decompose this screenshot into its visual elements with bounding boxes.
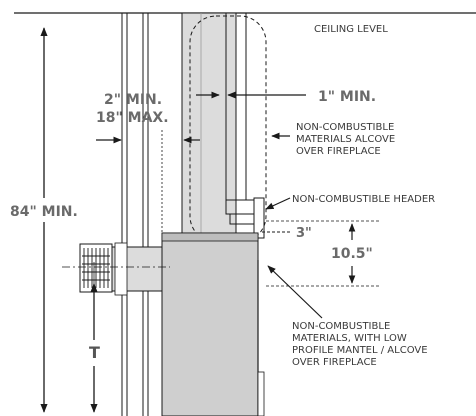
- mantel-leader: [267, 265, 323, 319]
- dim-10-5-gap: [328, 240, 378, 266]
- alcove-outline: [189, 15, 267, 243]
- mantel-label-line-2: MATERIALS, WITH LOW: [292, 333, 407, 344]
- dim-10-5-label: 10.5": [331, 246, 373, 262]
- fireplace-body: [161, 232, 259, 416]
- fireplace-top: [161, 232, 259, 242]
- dim-3in-label: 3": [296, 226, 312, 241]
- min-1in-label: 1" MIN.: [318, 89, 376, 105]
- header-leader: [265, 197, 291, 210]
- vent-cap-louvers: [82, 248, 110, 288]
- mantel-label-line-1: NON-COMBUSTIBLE: [292, 321, 390, 332]
- wall-lines: [121, 13, 149, 416]
- mantel-label-line-3: PROFILE MANTEL / ALCOVE: [292, 345, 428, 356]
- alcove-label-line-2: MATERIALS ALCOVE: [296, 134, 395, 145]
- alcove-label-line-1: NON-COMBUSTIBLE: [296, 122, 394, 133]
- fireplace-edge-trim: [257, 371, 265, 416]
- min-2in-label: 2" MIN.: [104, 92, 162, 108]
- non-combustible-header: [253, 197, 265, 239]
- max-18in-label: 18" MAX.: [96, 110, 169, 126]
- mantel-label-line-4: OVER FIREPLACE: [292, 357, 377, 368]
- dim-t-gap: [84, 340, 104, 366]
- header-label: NON-COMBUSTIBLE HEADER: [292, 194, 435, 205]
- wall-thimble: [114, 242, 128, 296]
- ceiling-level-label: CEILING LEVEL: [314, 24, 388, 35]
- vent-chase: [181, 12, 237, 234]
- dim-84-gap: [8, 198, 80, 222]
- t-label: T: [89, 343, 100, 362]
- alcove-label-line-3: OVER FIREPLACE: [296, 146, 381, 157]
- min-84in-label: 84" MIN.: [10, 204, 78, 220]
